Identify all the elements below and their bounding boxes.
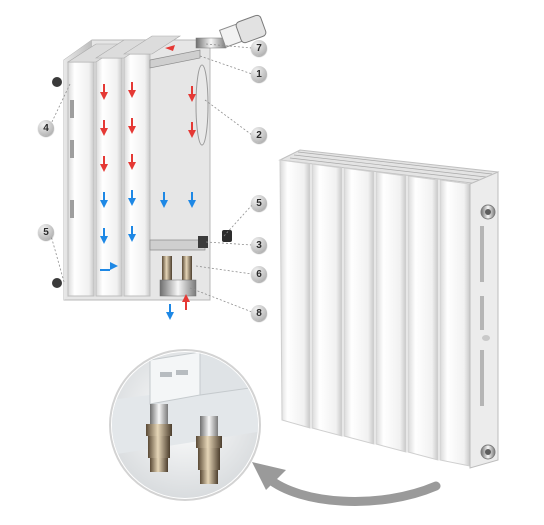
callout-3: 3 bbox=[251, 237, 267, 253]
callout-label: 2 bbox=[256, 129, 262, 141]
callout-label: 7 bbox=[256, 42, 262, 54]
radiator-icon bbox=[278, 149, 500, 469]
callout-4: 4 bbox=[38, 120, 54, 136]
callout-5-left: 5 bbox=[38, 224, 54, 240]
curved-arrow-icon bbox=[252, 462, 441, 506]
callout-6: 6 bbox=[251, 266, 267, 282]
callout-label: 4 bbox=[43, 122, 49, 134]
callout-label: 5 bbox=[43, 226, 49, 238]
callout-8: 8 bbox=[251, 305, 267, 321]
exploded-radiator-icon bbox=[49, 14, 267, 320]
callout-5-right: 5 bbox=[251, 195, 267, 211]
valve-closeup-icon bbox=[109, 349, 261, 501]
callout-7: 7 bbox=[251, 40, 267, 56]
callout-label: 3 bbox=[256, 239, 262, 251]
callout-label: 5 bbox=[256, 197, 262, 209]
callout-label: 6 bbox=[256, 268, 262, 280]
callout-2: 2 bbox=[251, 127, 267, 143]
hot-flow-arrows bbox=[100, 45, 196, 310]
cold-flow-arrows bbox=[100, 190, 196, 320]
callout-label: 8 bbox=[256, 307, 262, 319]
callout-label: 1 bbox=[256, 68, 262, 80]
callout-1: 1 bbox=[251, 66, 267, 82]
